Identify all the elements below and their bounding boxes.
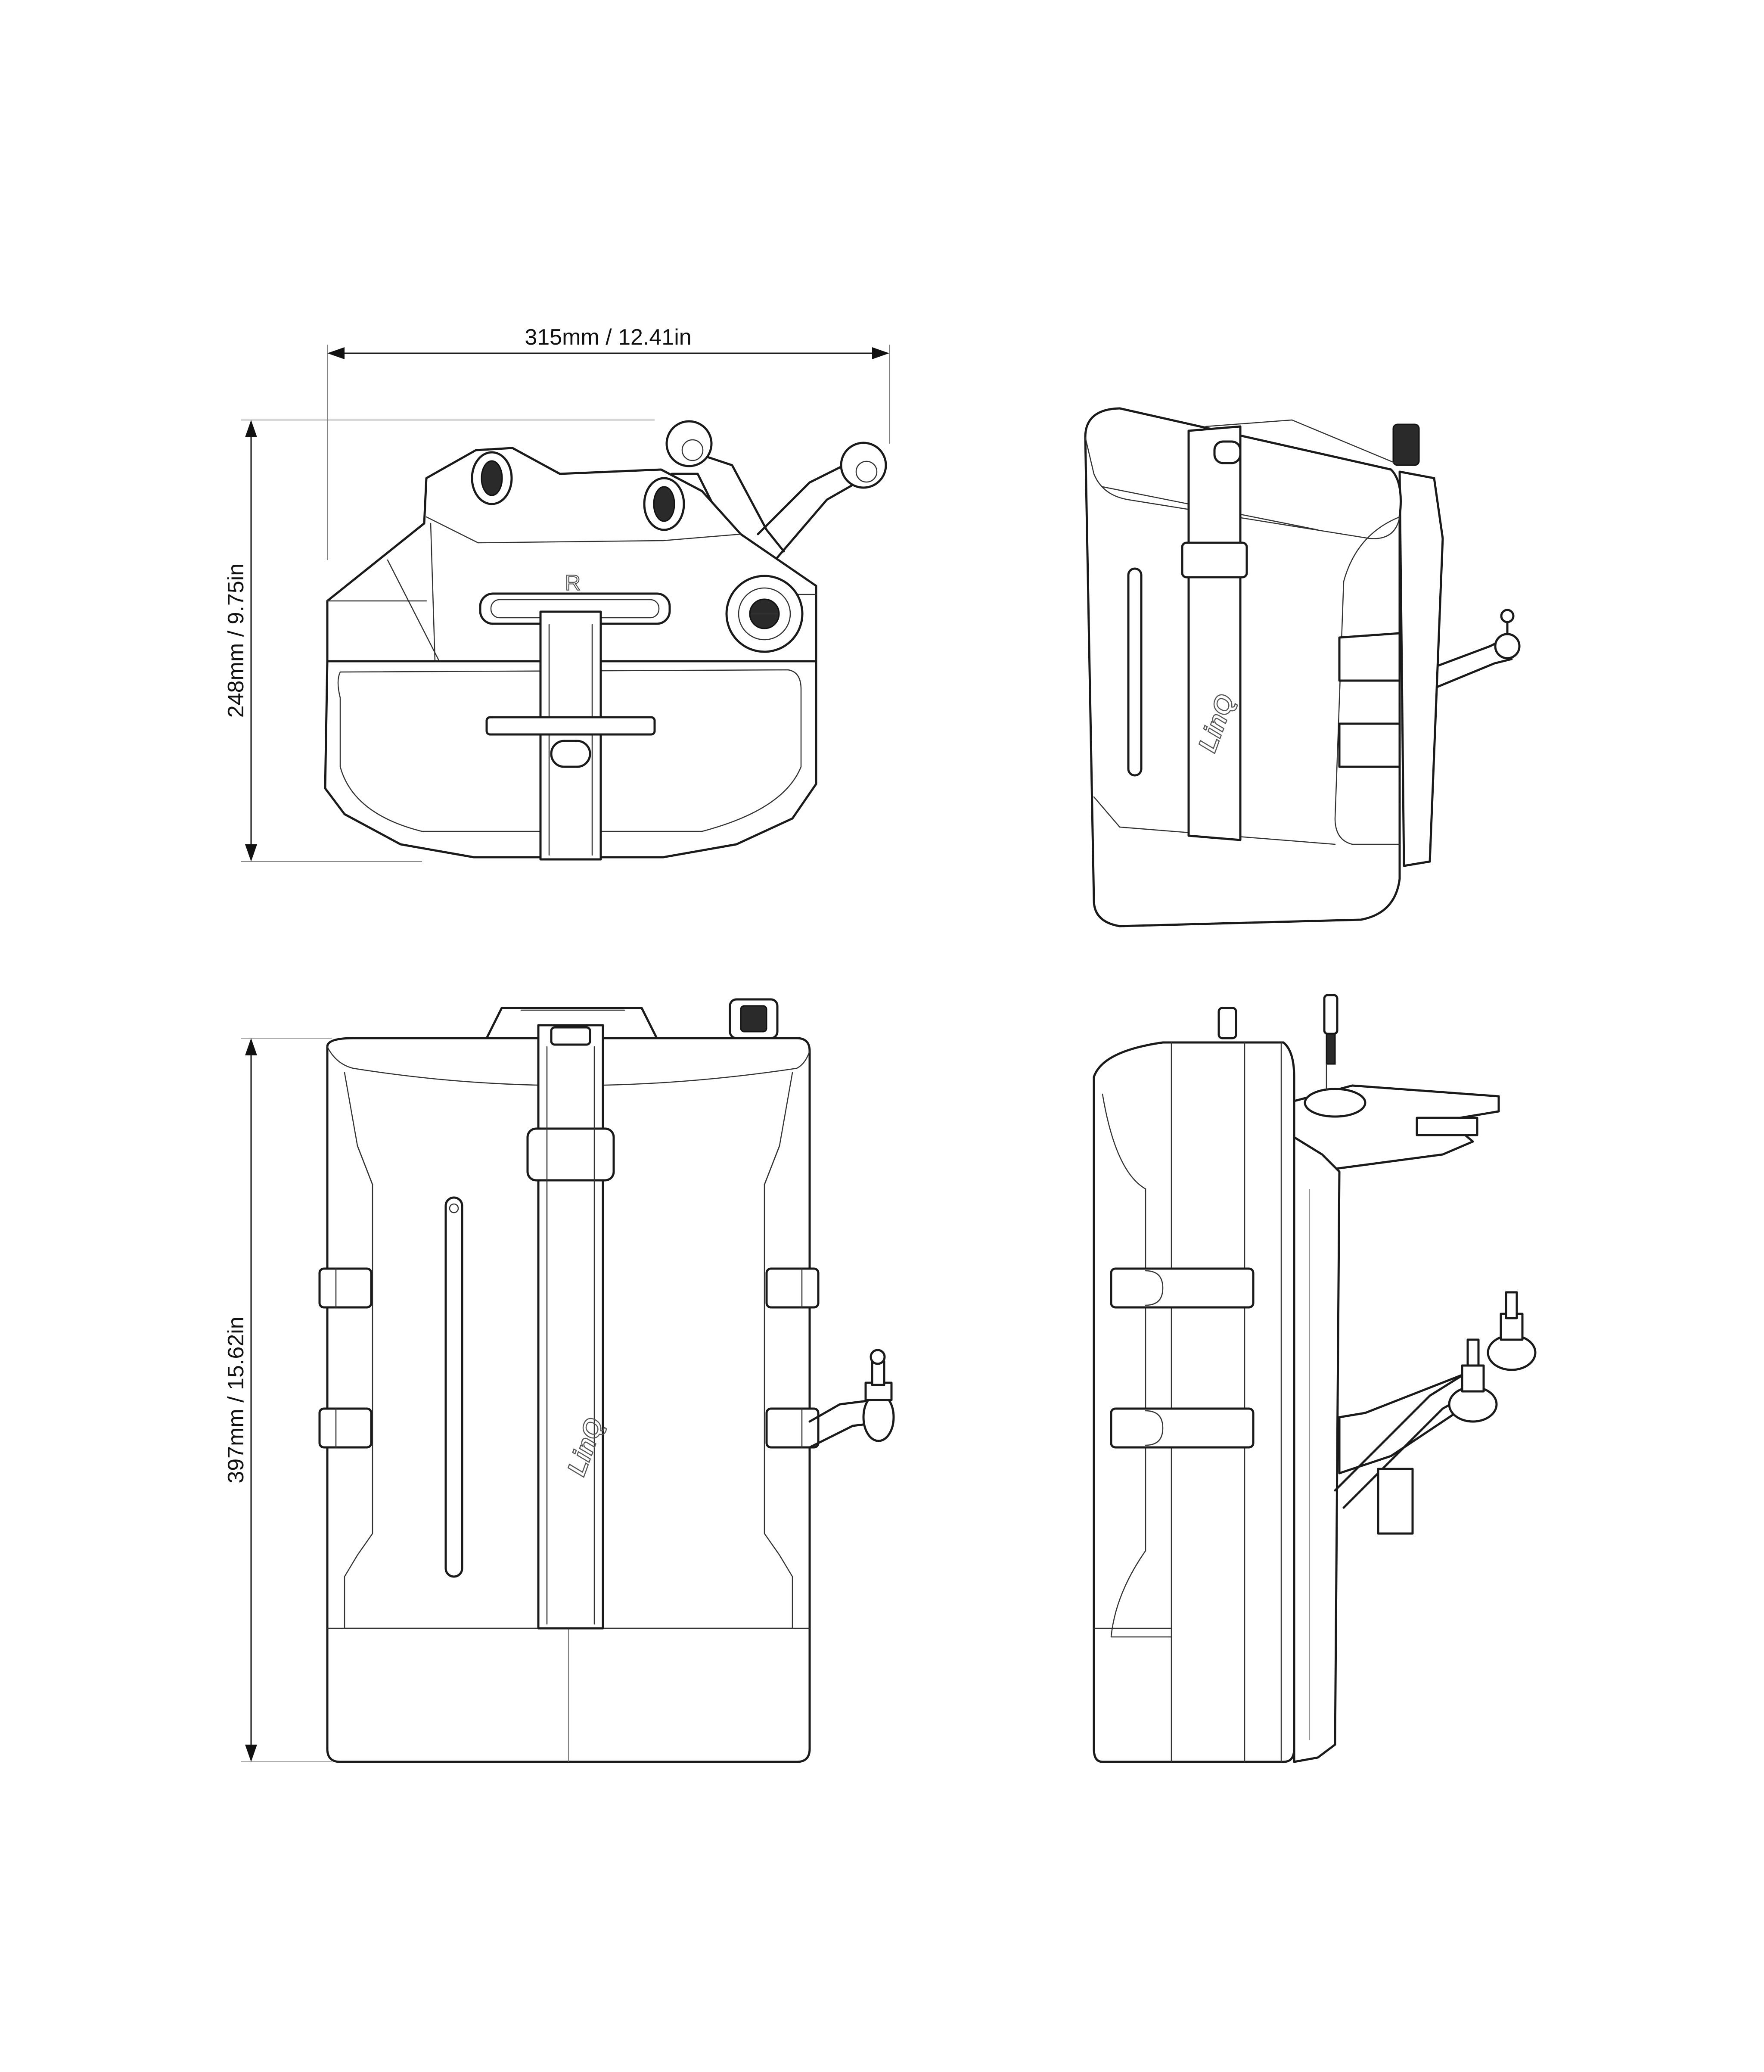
iso-strap — [1181, 425, 1248, 841]
top-view-ball-mount-icon — [840, 442, 887, 489]
side-view-mount-plate — [1286, 1063, 1500, 1173]
front-view-mount-arm — [808, 1349, 895, 1449]
side-view-top-latch — [1323, 994, 1339, 1065]
front-view-slot — [444, 1196, 463, 1578]
depth-dimension: 248mm / 9.75in — [224, 420, 655, 862]
iso-top-latch — [1205, 419, 1420, 466]
isometric-view: LinQ — [1084, 407, 1521, 927]
height-dimension-label: 397mm / 15.62in — [224, 1316, 248, 1483]
front-view-side-brackets — [318, 1267, 820, 1449]
iso-mount-arm — [1420, 609, 1521, 695]
front-view-top-latch — [729, 998, 779, 1039]
side-mark-label: R — [565, 571, 581, 595]
top-view-mount-arm — [665, 420, 887, 561]
height-dimension: 397mm / 15.62in — [224, 1038, 332, 1762]
top-view: R — [324, 420, 887, 861]
front-view: LinQ — [318, 998, 895, 1763]
depth-dimension-label: 248mm / 9.75in — [224, 563, 248, 718]
side-view — [1093, 994, 1537, 1763]
iso-ball-mount-icon — [1494, 633, 1521, 660]
width-dimension: 315mm / 12.41in — [327, 325, 890, 560]
top-view-locking-cap — [471, 451, 685, 531]
front-view-ball-mount-icon — [870, 1349, 886, 1365]
top-view-fill-port-icon — [725, 575, 804, 653]
side-view-side-brackets — [1110, 1267, 1255, 1449]
iso-side-slot — [1127, 567, 1143, 777]
side-view-mount-arm — [1334, 1291, 1537, 1535]
width-dimension-label: 315mm / 12.41in — [525, 325, 691, 350]
top-view-ball-mount-icon — [665, 420, 713, 467]
front-view-strap — [526, 1024, 615, 1630]
